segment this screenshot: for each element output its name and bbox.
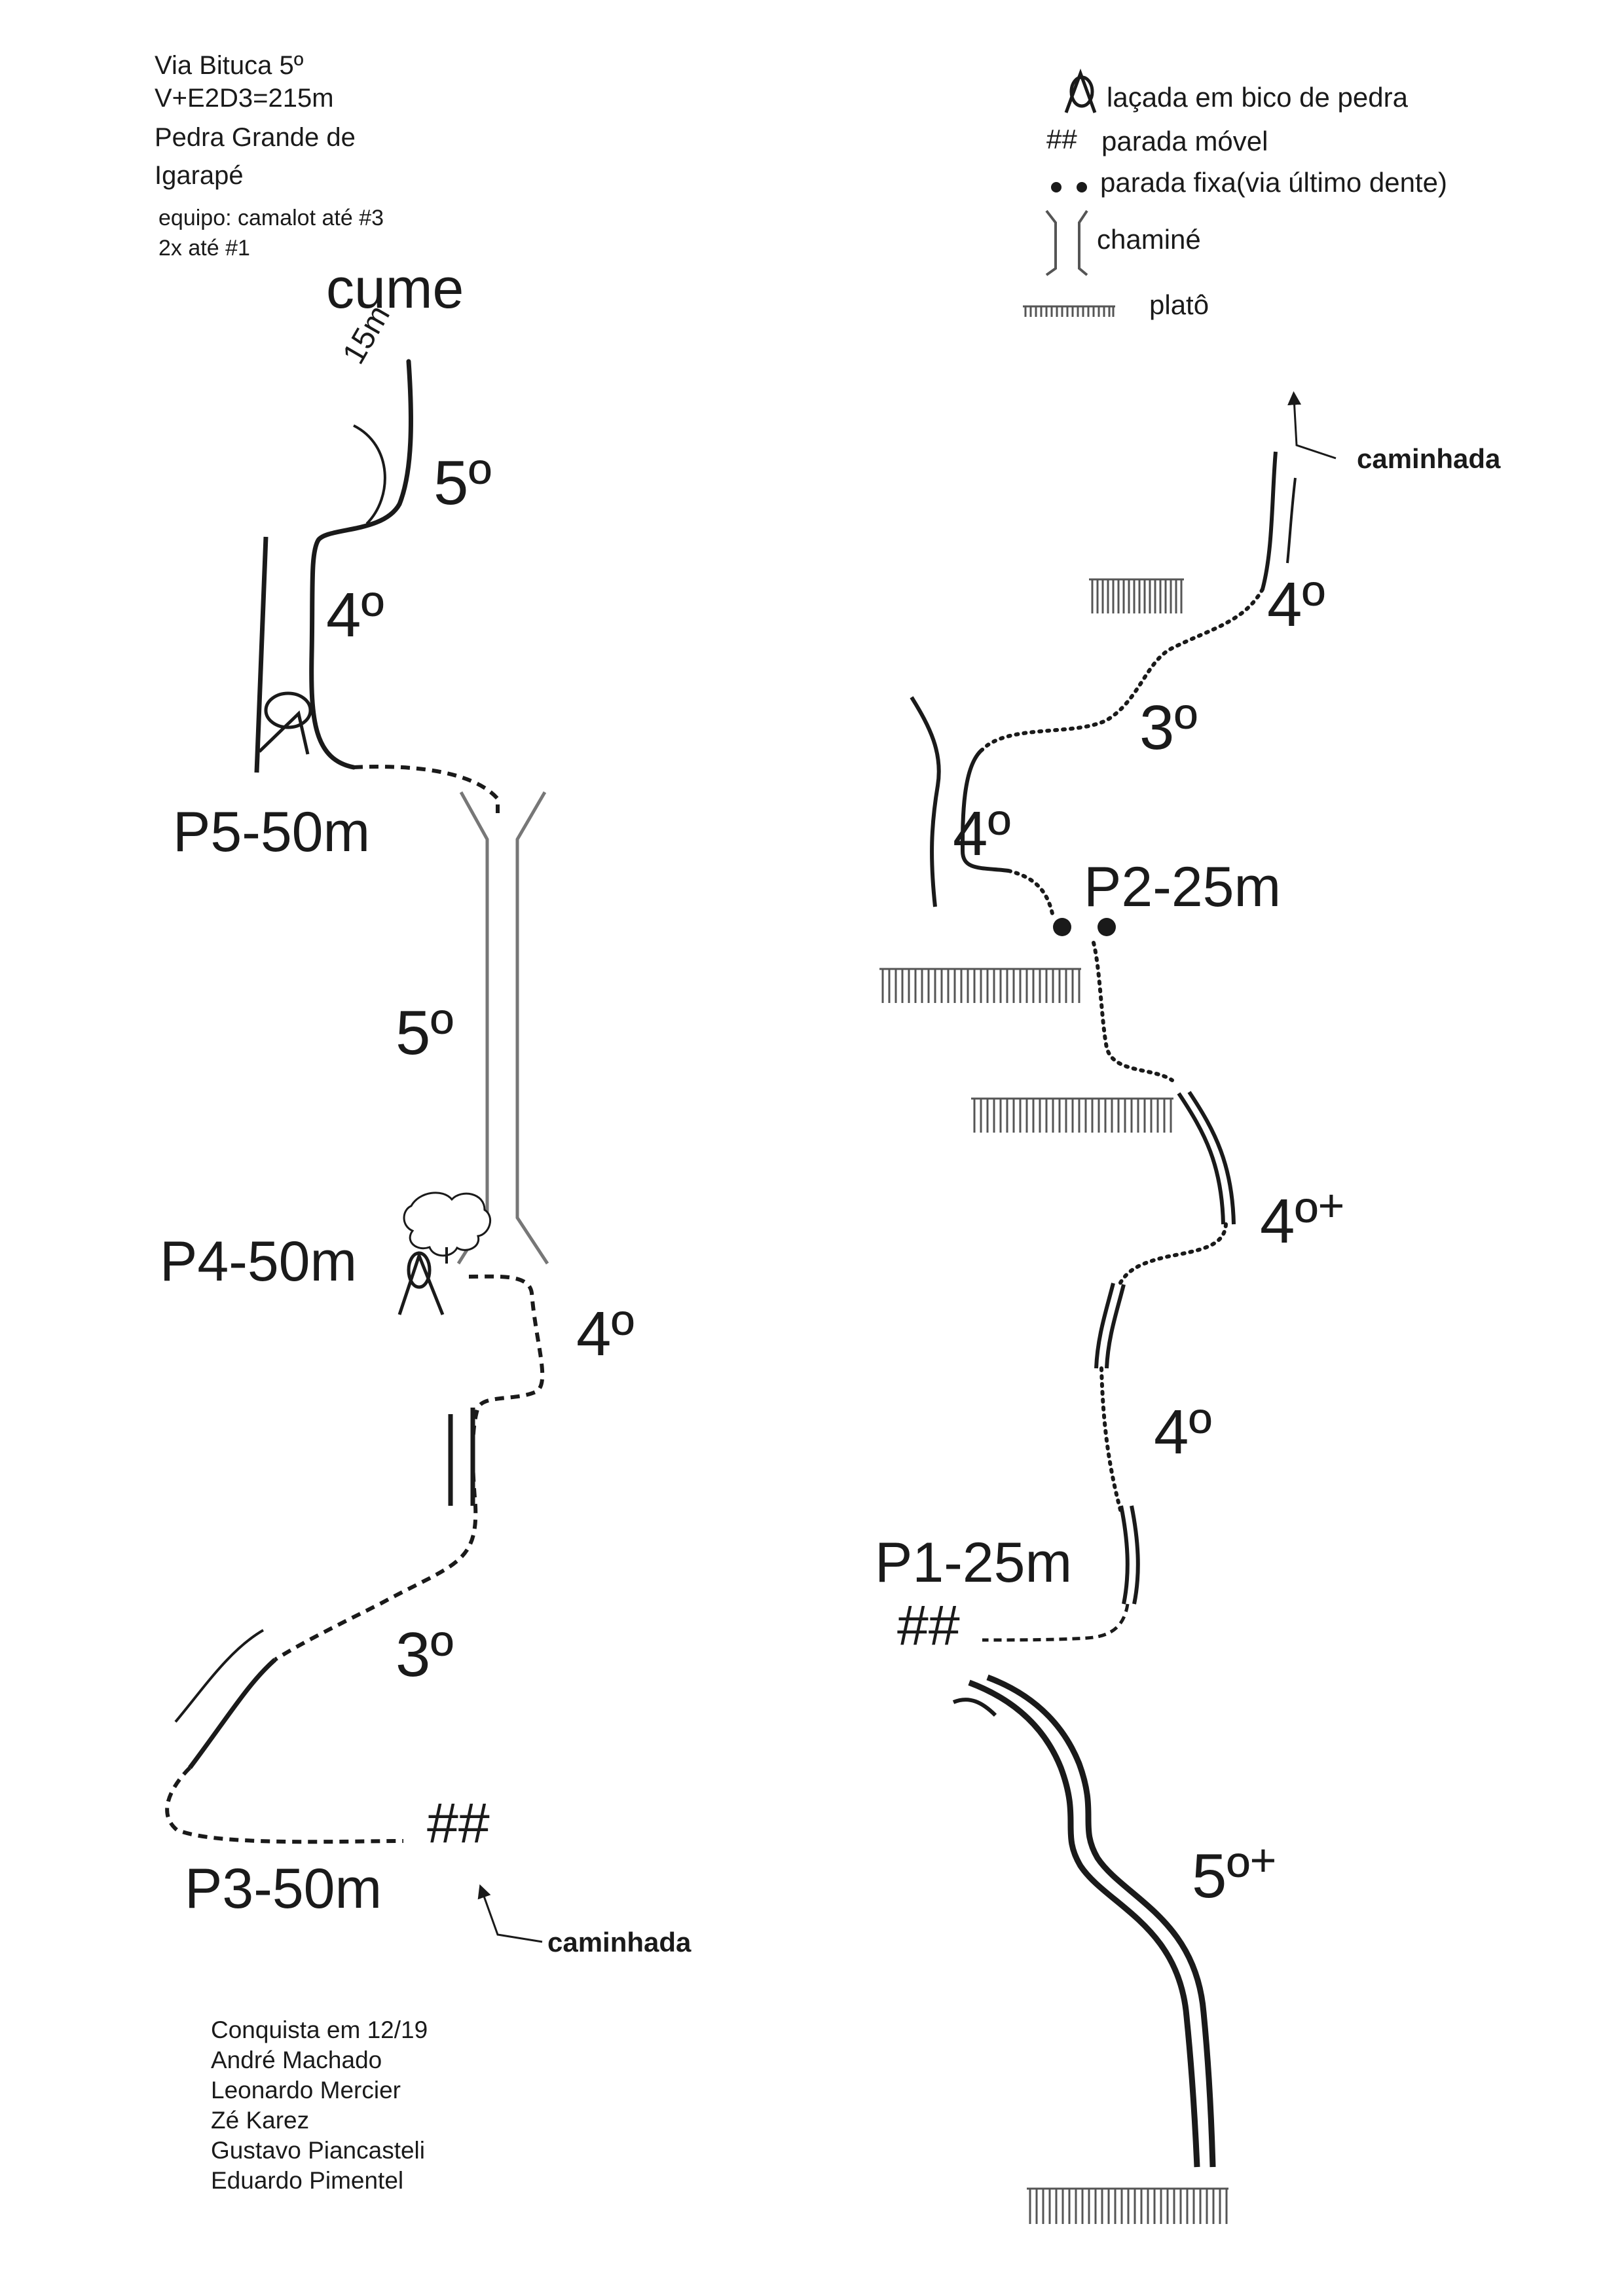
legend-fixed-belay-label: parada fixa(via último dente): [1100, 167, 1447, 198]
legend-sling-icon: [1064, 68, 1097, 113]
right-grade-4plus-base: 4º: [1260, 1186, 1318, 1256]
right-route-dotted-p2-down: [1092, 941, 1174, 1082]
gear-line-2: 2x até #1: [158, 236, 250, 261]
left-crack-double: [448, 1408, 475, 1506]
left-wall-line: [254, 536, 268, 773]
legend-fixed-belay-icon: [1051, 182, 1087, 192]
legend-movable-belay-symbol: ##: [1046, 124, 1077, 155]
right-crack-start-tip: [952, 1698, 997, 1717]
right-route-dashed-p1: [982, 1603, 1130, 1642]
route-location-1: Pedra Grande de: [155, 123, 356, 152]
credits-line-1: Conquista em 12/19: [211, 2016, 428, 2043]
right-crack-p1: [1119, 1505, 1140, 1605]
right-route-dotted-p2: [1006, 869, 1055, 919]
p1-anchor-symbol: ##: [897, 1594, 960, 1657]
left-route-dashed-mid: [274, 1274, 545, 1662]
right-grade-4plus-sup: +: [1318, 1180, 1345, 1231]
right-crack-4plus: [1177, 1091, 1236, 1225]
credits-line-3: Leonardo Mercier: [211, 2077, 401, 2104]
belay-p2: P2-25m: [1084, 856, 1282, 919]
credits-line-6: Eduardo Pimentel: [211, 2167, 404, 2194]
p3-anchor-symbol: ##: [427, 1792, 490, 1855]
route-grade: V+E2D3=215m: [155, 84, 334, 113]
right-route-solid-top: [1261, 451, 1278, 590]
left-approach-arrow: [477, 1884, 543, 1943]
legend-chimney-label: chaminé: [1097, 224, 1201, 255]
right-grade-top: 4º: [1267, 570, 1325, 640]
right-route-dotted-low: [1099, 1366, 1123, 1514]
legend-chimney-icon: [1045, 210, 1088, 276]
tree-icon: [403, 1192, 492, 1257]
summit-label: cume: [326, 257, 464, 320]
route-location-2: Igarapé: [155, 161, 244, 190]
right-route-dotted-upper: [980, 587, 1264, 752]
left-arc-feature: [353, 424, 386, 525]
p2-fixed-belay-icon: [1053, 918, 1116, 936]
credits-block: Conquista em 12/19 André Machado Leonard…: [211, 2015, 428, 2196]
legend-ledge-icon: [1023, 305, 1115, 317]
right-grade-4plus: 4º+: [1260, 1182, 1344, 1253]
right-grade-start-sup: +: [1249, 1834, 1277, 1886]
right-grade-start-base: 5º: [1192, 1841, 1250, 1911]
right-crack-lower: [1094, 1283, 1126, 1369]
right-ledge-upper: [1089, 578, 1184, 613]
gear-line-1: equipo: camalot até #3: [158, 206, 384, 230]
left-thin-crack: [174, 1629, 265, 1723]
left-chimney: [456, 791, 549, 1265]
right-route-dotted-mid: [1116, 1222, 1228, 1288]
right-grade-left: 4º: [953, 799, 1011, 869]
credits-line-4: Zé Karez: [211, 2107, 310, 2134]
legend-movable-belay-label: parada móvel: [1101, 126, 1268, 156]
belay-p4: P4-50m: [160, 1230, 358, 1293]
left-grade-top: 5º: [434, 448, 492, 518]
p4-sling-icon: [397, 1250, 445, 1315]
legend-ledge-label: platô: [1149, 289, 1209, 320]
approach-label: caminhada: [547, 1927, 692, 1958]
right-grade-start: 5º+: [1192, 1837, 1276, 1908]
right-ledge-p2: [879, 968, 1081, 1003]
belay-p5: P5-50m: [173, 801, 371, 864]
right-wall-line: [910, 696, 941, 907]
p5-sling-icon: [258, 691, 312, 755]
belay-p1: P1-25m: [875, 1531, 1073, 1594]
right-route-solid-p2: [960, 748, 1009, 873]
left-grade-low: 3º: [396, 1620, 454, 1690]
left-route-solid-low: [188, 1658, 277, 1770]
legend-sling-label: laçada em bico de pedra: [1107, 82, 1408, 113]
left-route-solid-upper: [309, 359, 413, 770]
left-grade-chimney: 5º: [396, 998, 454, 1068]
right-ledge-mid: [971, 1097, 1173, 1133]
right-grade-mid-upper: 3º: [1139, 693, 1198, 763]
credits-line-2: André Machado: [211, 2047, 382, 2073]
belay-p3: P3-50m: [185, 1857, 382, 1920]
left-route-dashed-low: [165, 1766, 404, 1844]
right-thin-crack-top: [1286, 477, 1297, 564]
right-ledge-bottom: [1027, 2187, 1228, 2224]
left-grade-mid: 4º: [576, 1299, 635, 1369]
route-name: Via Bituca 5º: [155, 51, 304, 80]
left-grade-upper: 4º: [326, 580, 384, 650]
credits-line-5: Gustavo Piancasteli: [211, 2137, 426, 2164]
exit-walk-label: caminhada: [1357, 443, 1501, 474]
right-crack-start: [968, 1674, 1216, 2168]
right-grade-mid: 4º: [1154, 1397, 1212, 1467]
right-exit-arrow: [1287, 391, 1337, 460]
left-route-dashed-traverse: [353, 765, 500, 813]
